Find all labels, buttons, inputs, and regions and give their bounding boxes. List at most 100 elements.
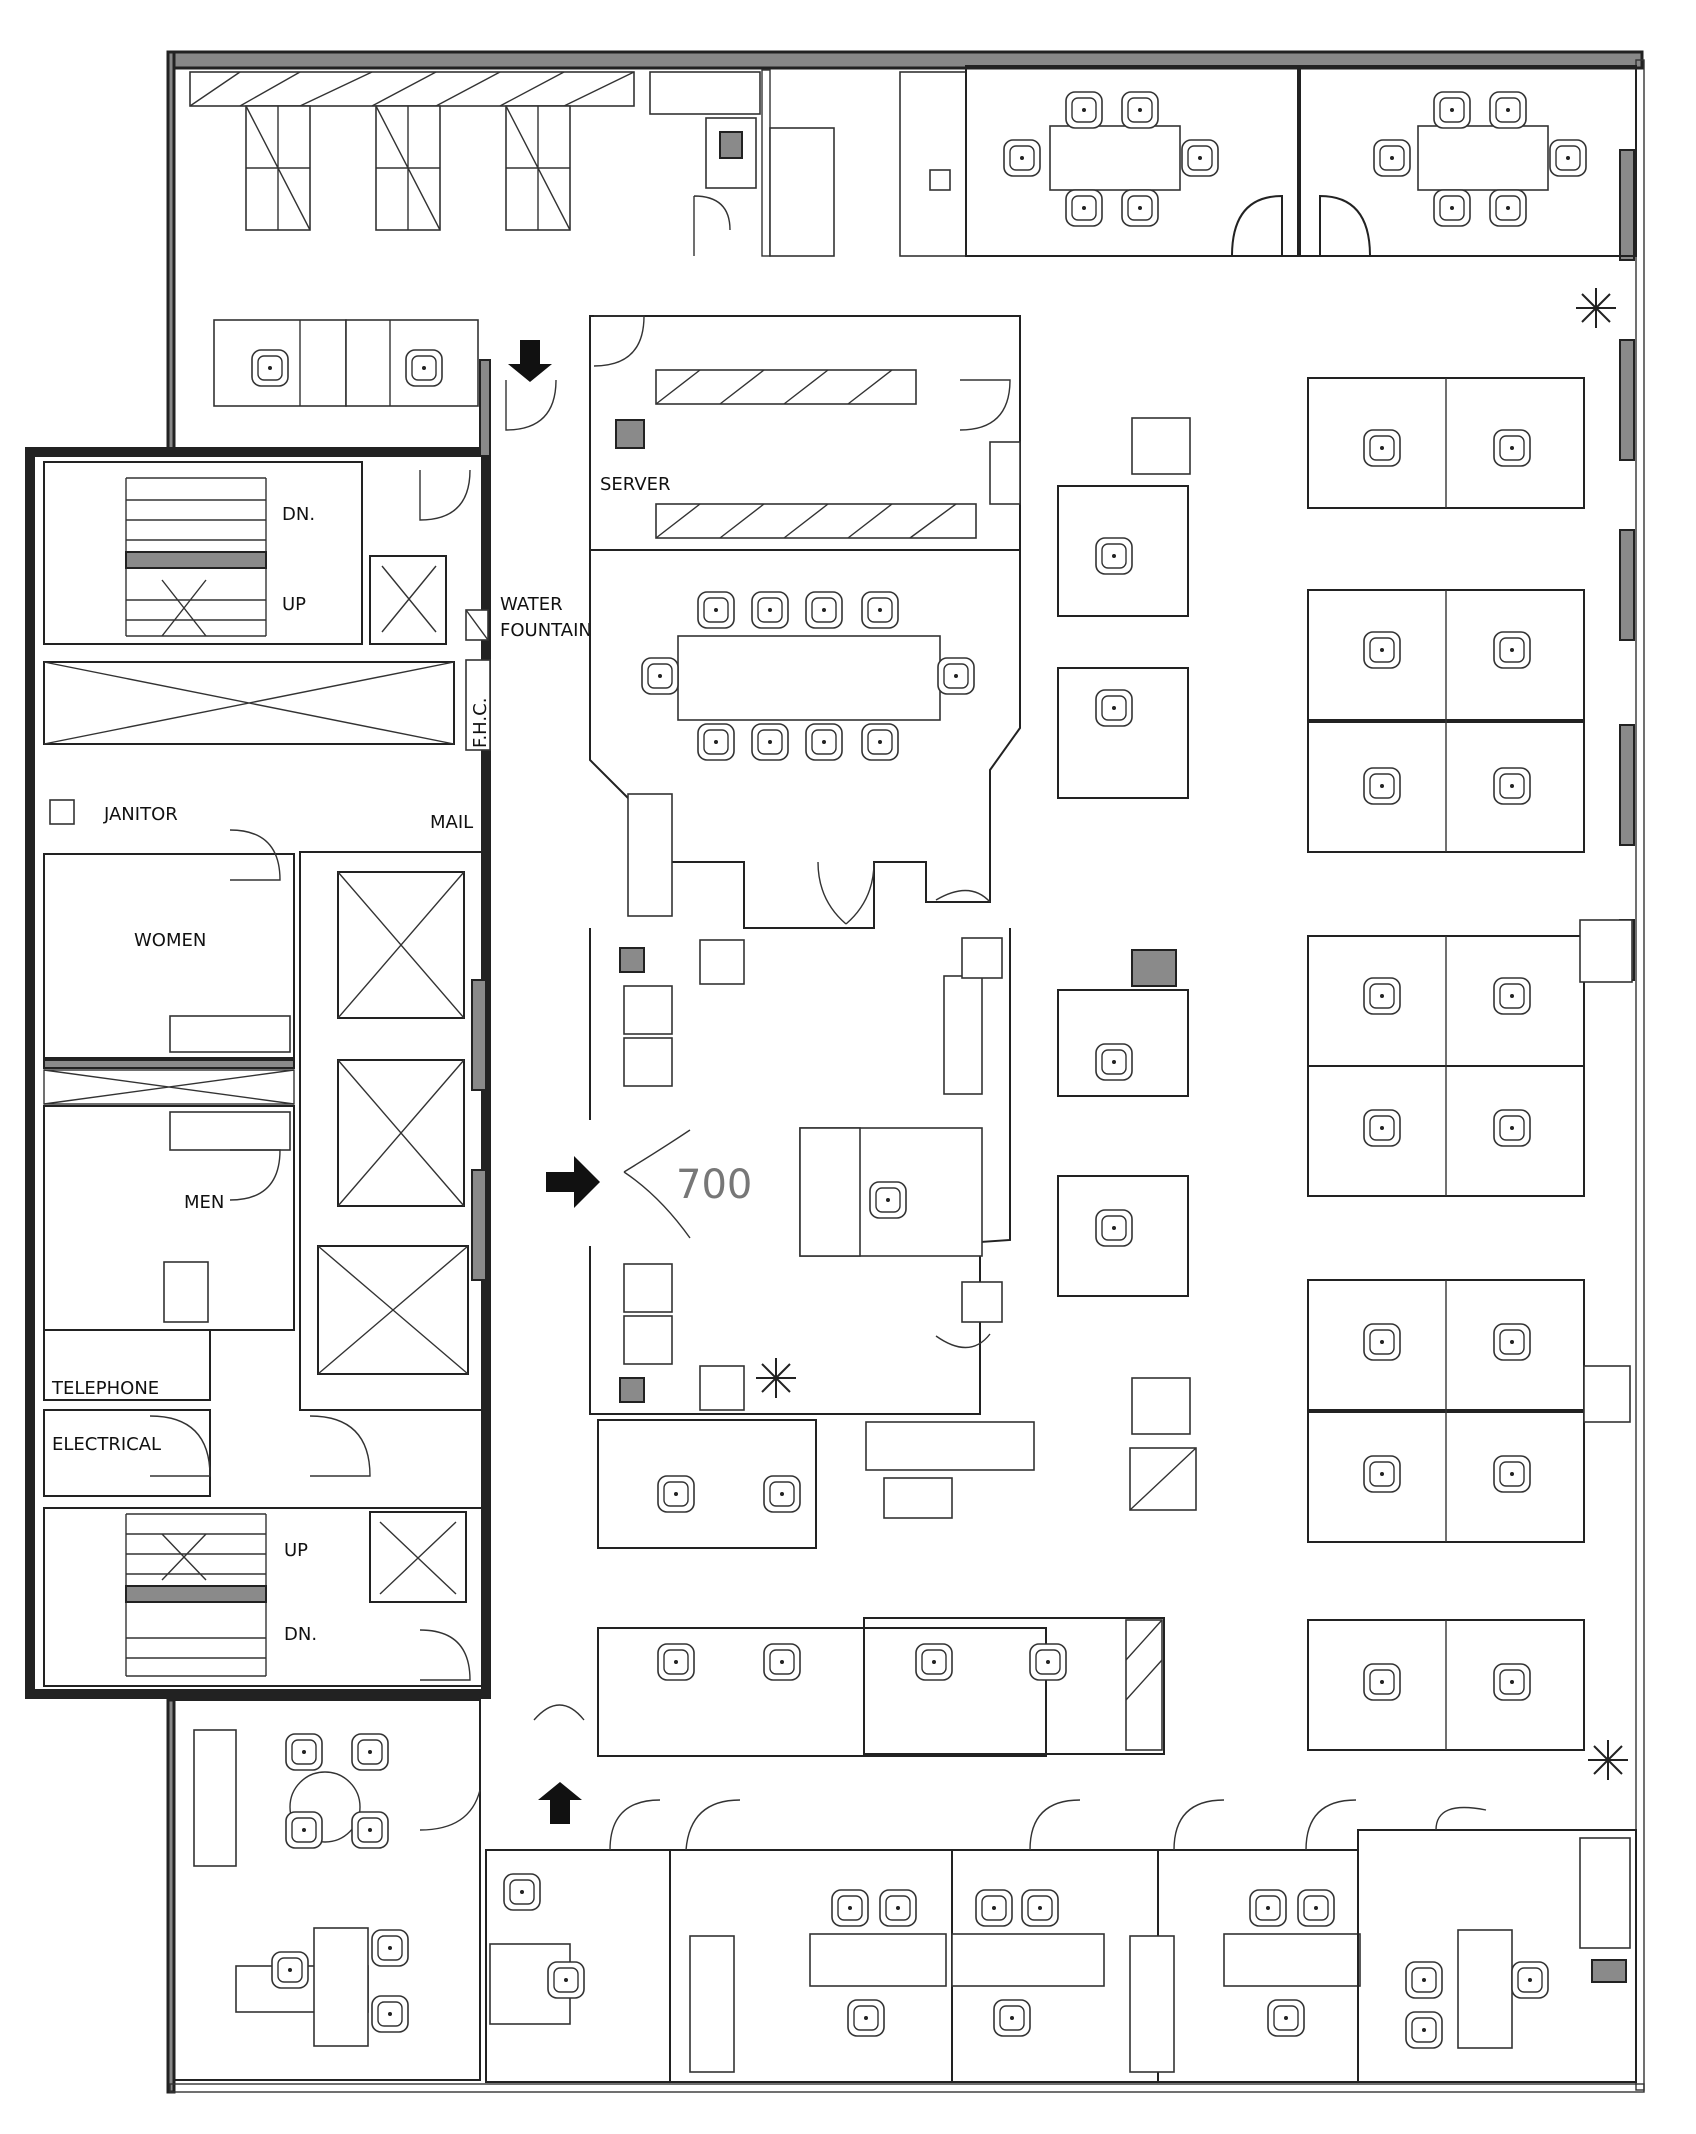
chair-icon	[697, 591, 735, 629]
door-swing	[419, 1629, 471, 1681]
chair-icon	[405, 349, 443, 387]
chair-icon	[657, 1475, 695, 1513]
door-swing	[959, 379, 1011, 431]
storage-cabinet	[769, 127, 835, 257]
chair-icon	[861, 723, 899, 761]
credenza	[1129, 1935, 1175, 2073]
door-swing	[1029, 1799, 1081, 1851]
office-sw	[173, 1699, 481, 2081]
building-shell	[25, 50, 1645, 2094]
equipment-counter	[865, 1421, 1035, 1471]
arrow-right-icon	[546, 1156, 600, 1208]
chair-icon	[1433, 91, 1471, 129]
women-label: WOMEN	[134, 930, 206, 951]
mail-label: MAIL	[430, 812, 473, 833]
restroom-shaft	[43, 1069, 295, 1105]
copier	[705, 117, 757, 189]
door-swing	[1305, 1799, 1357, 1851]
chair-icon	[1181, 139, 1219, 177]
chair-icon	[1511, 1961, 1549, 1999]
chair-icon	[861, 591, 899, 629]
chair-icon	[879, 1889, 917, 1927]
side-table	[699, 939, 745, 985]
fountain-label: FOUNTAIN	[500, 620, 592, 641]
conference-room-ne-2	[1299, 65, 1637, 257]
elevator-car	[317, 1245, 469, 1375]
telephone-room	[43, 1329, 211, 1401]
chair-icon	[1549, 139, 1587, 177]
window-pier	[1619, 149, 1635, 261]
core-corridor-fixtures: WATER FOUNTAIN F.H.C.	[465, 594, 592, 751]
l-desk	[1057, 989, 1189, 1097]
electrical-room	[43, 1409, 211, 1497]
chairs	[251, 91, 1587, 2049]
server-rack-row	[655, 369, 917, 405]
service-shaft	[43, 661, 455, 745]
lounge-chair	[623, 1037, 673, 1087]
chair-icon	[975, 1889, 1013, 1927]
chair-icon	[547, 1961, 585, 1999]
chair-icon	[1121, 189, 1159, 227]
east-wall	[1635, 59, 1645, 2091]
water-label: WATER	[500, 594, 563, 615]
telephone-label: TELEPHONE	[51, 1378, 159, 1399]
l-desk	[1057, 1175, 1189, 1297]
chair-icon	[1121, 91, 1159, 129]
door-swing	[229, 1149, 281, 1201]
chair-icon	[351, 1733, 389, 1771]
door-swing	[149, 1415, 211, 1477]
chair-icon	[937, 657, 975, 695]
chair-icon	[1493, 1455, 1531, 1493]
chair-icon	[1405, 1961, 1443, 1999]
office-desk-return	[313, 1927, 369, 2047]
door-swing	[935, 1333, 991, 1349]
door-swing	[1173, 1799, 1225, 1851]
conference-table	[1417, 125, 1549, 191]
south-wall	[169, 2083, 1645, 2093]
plant-icon	[756, 1358, 796, 1398]
stair-landing	[125, 1585, 267, 1603]
chair-icon	[1493, 1663, 1531, 1701]
storage	[1125, 1619, 1163, 1751]
electrical-label: ELECTRICAL	[52, 1434, 161, 1455]
elevator-car	[337, 1059, 465, 1207]
wall-segment	[479, 359, 491, 457]
chair-icon	[1065, 189, 1103, 227]
south-offices	[173, 1699, 1637, 2083]
door-swing	[1435, 1806, 1487, 1831]
office-desk	[809, 1933, 947, 1987]
suite-number: 700	[676, 1162, 752, 1208]
chair-icon	[1433, 189, 1471, 227]
chair-icon	[1405, 2011, 1443, 2049]
chair-icon	[915, 1643, 953, 1681]
chair-icon	[1493, 977, 1531, 1015]
door-swing	[609, 1799, 661, 1851]
door-swing	[593, 315, 645, 367]
riser-shaft	[369, 1511, 467, 1603]
filing-tower	[1131, 949, 1177, 987]
chair-icon	[1021, 1889, 1059, 1927]
equipment	[989, 441, 1021, 505]
open-office-east	[1057, 377, 1633, 1751]
round-table	[289, 1771, 361, 1843]
chair-icon	[697, 723, 735, 761]
chair-icon	[285, 1733, 323, 1771]
stair-dn-label: DN.	[282, 504, 315, 525]
filing-tower	[1131, 1377, 1191, 1435]
open-office-south-center	[597, 1419, 1165, 1757]
door-swing	[685, 1799, 741, 1851]
chair-icon	[805, 723, 843, 761]
plant-icon	[1588, 1740, 1628, 1780]
workstation-block	[863, 1617, 1165, 1755]
chair-icon	[1363, 977, 1401, 1015]
copy-room	[649, 69, 967, 257]
stair-treads	[125, 1513, 267, 1677]
conference-room-ne-1	[965, 65, 1299, 257]
chair-icon	[657, 1643, 695, 1681]
north-stair	[43, 461, 363, 645]
file-storage	[189, 71, 635, 231]
kitchen-counter	[899, 71, 967, 257]
office-desk	[1223, 1933, 1361, 1987]
elevator-door-jamb	[471, 1169, 487, 1281]
partition	[43, 1059, 295, 1069]
